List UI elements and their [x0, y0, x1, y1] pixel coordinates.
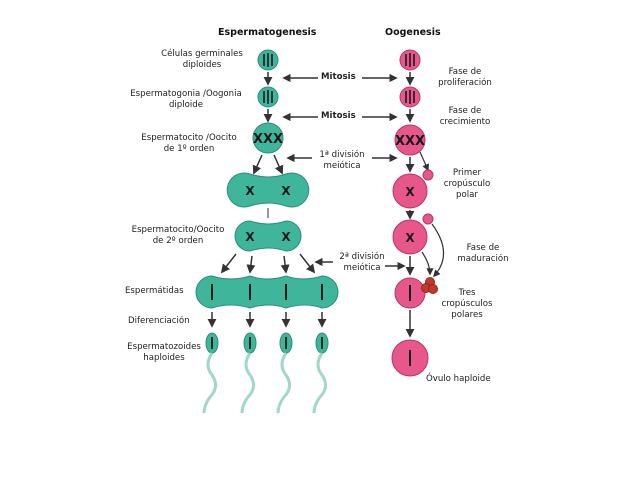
oo-ovum-cell	[391, 339, 429, 377]
sperm-arrow-4b	[246, 255, 256, 274]
label-tres-line3: polares	[451, 310, 483, 320]
label-cito1-line1: Espermatocito /Oocito	[141, 133, 237, 143]
label-zoides-line2: haploides	[143, 353, 185, 363]
maturation-curves	[421, 223, 445, 278]
label-germ-cells: Células germinales diploides	[152, 49, 252, 71]
label-div1-line1: 1ª división	[319, 150, 365, 160]
sperm-arrow-3b	[273, 154, 284, 175]
label-spermatozoa: Espermatozoides haploides	[118, 342, 210, 364]
sperm-arrow-4c	[280, 255, 290, 274]
svg-text:X: X	[281, 230, 291, 244]
label-proliferation-phase: Fase de proliferación	[430, 67, 500, 89]
sperm-arrow-4d	[299, 253, 316, 274]
oo-secondary-oocyte-cell-1: X	[392, 169, 434, 209]
polar-body-3	[428, 284, 438, 294]
label-three-polar-bodies: Tres cropúsculos polares	[436, 288, 498, 321]
label-prolif-line2: proliferación	[438, 78, 492, 88]
oo-header: Oogenesis	[385, 27, 441, 38]
label-cito1-line2: de 1º orden	[163, 144, 215, 154]
sperm-tails	[202, 352, 327, 414]
label-madur-line1: Fase de	[466, 243, 500, 253]
label-germ-line1: Células germinales	[161, 49, 243, 59]
svg-text:X: X	[245, 230, 255, 244]
label-polar1-line2: cropúsculo	[443, 179, 491, 189]
label-first-meiotic-division: 1ª división meiótica	[310, 150, 374, 172]
label-primary-spermatocyte: Espermatocito /Oocito de 1º orden	[130, 133, 248, 155]
label-germ-line2: diploides	[182, 60, 222, 70]
sperm-spermatozoa	[205, 332, 329, 354]
label-div2-line1: 2ª división	[339, 252, 385, 262]
label-crec-line2: crecimiento	[439, 117, 491, 127]
label-tres-line2: cropúsculos	[441, 299, 493, 309]
label-div1-line2: meiótica	[323, 161, 361, 171]
sperm-header: Espermatogenesis	[218, 27, 317, 38]
label-cito2-line2: de 2º orden	[152, 236, 204, 246]
sperm-dividing-cell-1: X X	[226, 172, 310, 208]
label-prolif-line1: Fase de	[448, 67, 482, 77]
svg-text:X: X	[405, 185, 415, 199]
label-growth-phase: Fase de crecimiento	[430, 106, 500, 128]
label-gonia-line2: diploide	[168, 100, 204, 110]
label-gonia-line1: Espermatogonia /Oogonia	[130, 89, 242, 99]
sperm-germ-cell	[257, 49, 279, 71]
label-polar1-line1: Primer	[452, 168, 482, 178]
label-madur-line2: maduración	[457, 254, 509, 264]
first-polar-body	[422, 169, 434, 181]
oo-germ-cell	[399, 49, 421, 71]
sperm-spermatids-chain	[195, 275, 339, 309]
sperm-secondary-spermatocyte-cell: X X	[234, 220, 302, 252]
label-mitosis-2: Mitosis	[321, 111, 356, 121]
label-tres-line1: Tres	[458, 288, 476, 298]
sperm-arrow-4a	[220, 253, 237, 274]
svg-text:X: X	[405, 231, 415, 245]
sperm-spermatogonia-cell	[257, 86, 279, 108]
label-haploid-ovum: Óvulo haploide	[426, 374, 491, 384]
label-spermatids: Espermátidas	[125, 286, 184, 296]
label-differentiation: Diferenciación	[128, 316, 190, 326]
svg-text:XXX: XXX	[395, 134, 425, 149]
label-spermatogonia: Espermatogonia /Oogonia diploide	[120, 89, 252, 111]
oo-ootid-cell	[394, 277, 438, 309]
label-crec-line1: Fase de	[448, 106, 482, 116]
svg-text:X: X	[245, 184, 255, 198]
label-first-polar-body: Primer cropúsculo polar	[436, 168, 498, 201]
oo-secondary-oocyte-cell-2: X	[392, 213, 434, 255]
label-maturation-phase: Fase de maduración	[448, 243, 518, 265]
svg-text:XXX: XXX	[253, 132, 283, 147]
sperm-primary-spermatocyte-cell: XXX	[252, 122, 284, 154]
oo-oogonia-cell	[399, 86, 421, 108]
label-div2-line2: meiótica	[343, 263, 381, 273]
label-polar1-line3: polar	[456, 190, 478, 200]
label-zoides-line1: Espermatozoides	[127, 342, 201, 352]
label-secondary-spermatocyte: Espermatocito/Oocito de 2º orden	[118, 225, 238, 247]
label-cito2-line1: Espermatocito/Oocito	[131, 225, 225, 235]
label-second-meiotic-division: 2ª división meiótica	[331, 252, 393, 274]
sperm-arrow-3a	[252, 154, 263, 175]
oo-primary-oocyte-cell: XXX	[394, 124, 426, 156]
svg-text:X: X	[281, 184, 291, 198]
label-mitosis-1: Mitosis	[321, 72, 356, 82]
